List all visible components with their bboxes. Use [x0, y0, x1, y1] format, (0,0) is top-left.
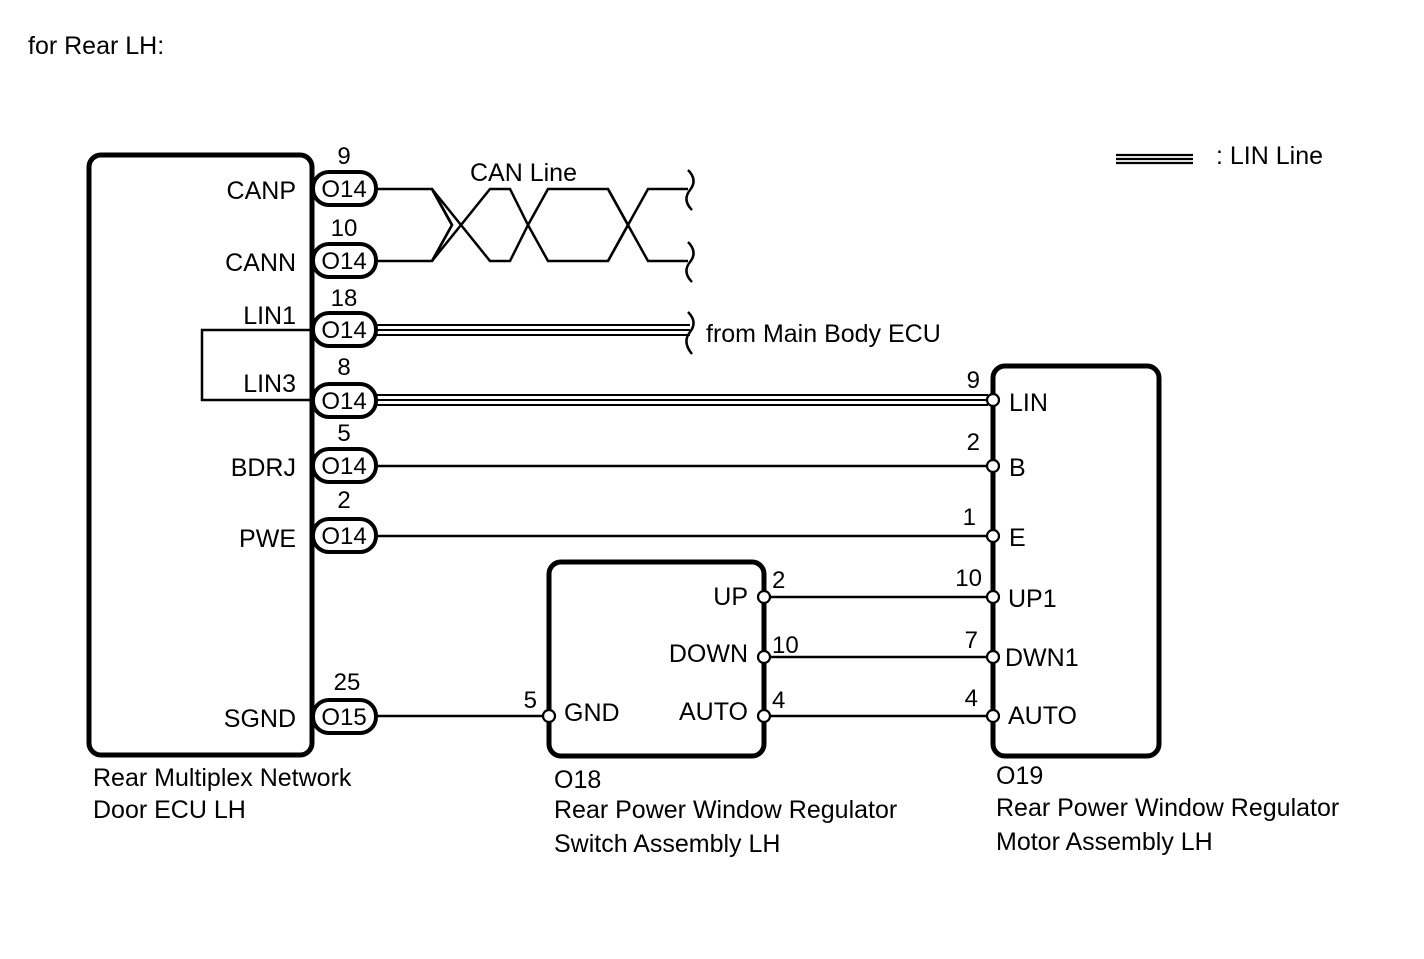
connector-lin1-pin: 18	[331, 285, 358, 312]
terminal-pwe-label: PWE	[239, 525, 296, 553]
motor-b-pin-number: 2	[967, 429, 980, 456]
connector-bdrj: O14 5	[311, 420, 378, 484]
connector-bdrj-code: O14	[321, 453, 366, 480]
connector-lin3-code: O14	[321, 388, 366, 415]
motor-lin-label: LIN	[1009, 389, 1048, 417]
connector-lin1-code: O14	[321, 317, 366, 344]
connector-cann-code: O14	[321, 248, 366, 275]
motor-up1-pin	[985, 589, 1001, 605]
can-line-label: CAN Line	[470, 159, 577, 187]
switch-down-pin-number: 10	[772, 632, 799, 659]
terminal-lin3-label: LIN3	[243, 370, 296, 398]
switch-down-label: DOWN	[669, 640, 748, 668]
switch-auto-pin-number: 4	[772, 687, 785, 714]
lin3-wire	[376, 394, 988, 406]
switch-name-line2: Switch Assembly LH	[554, 830, 780, 858]
motor-name-line2: Motor Assembly LH	[996, 828, 1213, 856]
legend-label: : LIN Line	[1216, 142, 1323, 170]
switch-up-label: UP	[713, 583, 748, 611]
connector-pwe-pin: 2	[337, 487, 350, 514]
can-wire-lower-end	[606, 222, 688, 263]
switch-up-pin-number: 2	[772, 567, 785, 594]
legend-lin-line: : LIN Line	[1116, 142, 1323, 170]
switch-code: O18	[554, 766, 601, 794]
terminal-bdrj-label: BDRJ	[231, 454, 296, 482]
switch-name-line1: Rear Power Window Regulator	[554, 796, 897, 824]
motor-auto-label: AUTO	[1008, 702, 1077, 730]
terminal-sgnd-label: SGND	[224, 705, 296, 733]
switch-auto-pin	[756, 708, 772, 724]
motor-up1-label: UP1	[1008, 585, 1057, 613]
connector-lin1: O14 18	[311, 285, 378, 348]
connector-pwe-code: O14	[321, 523, 366, 550]
terminal-cann-label: CANN	[225, 249, 296, 277]
motor-up1-pin-number: 10	[955, 565, 982, 592]
can-wire-upper-end	[606, 187, 688, 228]
motor-e-pin	[985, 528, 1001, 544]
switch-up-pin	[756, 589, 772, 605]
connector-sgnd-pin: 25	[334, 669, 361, 696]
lin1-lin3-jumper	[200, 328, 312, 402]
motor-dwn1-pin	[985, 649, 1001, 665]
lin1-cut-mark	[685, 311, 695, 355]
switch-gnd-label: GND	[564, 699, 620, 727]
can-twist-path	[431, 187, 630, 263]
can-cut-mark-upper	[685, 169, 695, 211]
connector-canp-code: O14	[321, 176, 366, 203]
can-cut-mark-lower	[685, 241, 695, 283]
motor-lin-pin-number: 9	[967, 367, 980, 394]
motor-b-label: B	[1009, 454, 1026, 482]
connector-lin3-pin: 8	[337, 354, 350, 381]
from-main-body-ecu-label: from Main Body ECU	[706, 320, 941, 348]
switch-down-pin	[756, 649, 772, 665]
motor-dwn1-label: DWN1	[1005, 644, 1079, 672]
diagram-title: for Rear LH:	[28, 32, 164, 60]
motor-name-line1: Rear Power Window Regulator	[996, 794, 1339, 822]
switch-gnd-pin-number: 5	[524, 687, 537, 714]
connector-canp-pin: 9	[337, 143, 350, 170]
ecu-name-line2: Door ECU LH	[93, 796, 246, 824]
terminal-canp-label: CANP	[227, 177, 296, 205]
motor-auto-pin	[985, 708, 1001, 724]
connector-bdrj-pin: 5	[337, 420, 350, 447]
lin1-wire: from Main Body ECU	[376, 311, 941, 355]
ecu-name-line1: Rear Multiplex Network	[93, 764, 352, 792]
motor-box	[990, 363, 1162, 759]
connector-cann-pin: 10	[331, 215, 358, 242]
motor-e-label: E	[1009, 524, 1026, 552]
connector-sgnd: O15 25	[311, 669, 378, 735]
motor-dwn1-pin-number: 7	[965, 627, 978, 654]
switch-auto-label: AUTO	[679, 698, 748, 726]
motor-lin-pin	[985, 392, 1001, 408]
connector-sgnd-code: O15	[321, 704, 366, 731]
motor-b-pin	[985, 458, 1001, 474]
ecu-box	[86, 152, 315, 758]
motor-e-pin-number: 1	[963, 504, 976, 531]
terminal-lin1-label: LIN1	[243, 302, 296, 330]
motor-code: O19	[996, 762, 1043, 790]
connector-cann: O14 10	[311, 215, 378, 279]
connector-pwe: O14 2	[311, 487, 378, 554]
switch-gnd-pin	[541, 708, 557, 724]
connector-lin3: O14 8	[311, 354, 378, 419]
motor-auto-pin-number: 4	[965, 685, 978, 712]
connector-canp: O14 9	[311, 143, 378, 207]
can-twisted-pair: CAN Line	[376, 159, 695, 283]
